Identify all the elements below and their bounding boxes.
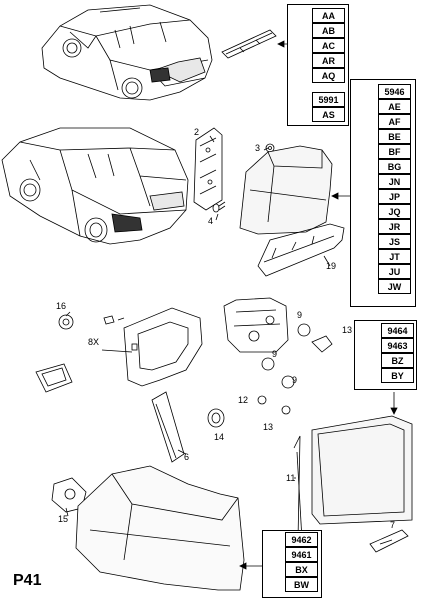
code-10-by: BY [381, 368, 414, 383]
code-1-bg: BG [378, 159, 411, 174]
code-1-js: JS [378, 234, 411, 249]
callout-4: 4 [208, 216, 213, 226]
code-1-jw: JW [378, 279, 411, 294]
code-10-9463: 9463 [381, 338, 414, 353]
callout-15: 15 [58, 514, 68, 524]
code-10-9464: 9464 [381, 323, 414, 338]
callout-3: 3 [255, 143, 260, 153]
grommet-part-14 [207, 408, 225, 428]
inner-tail-light-part [311, 415, 413, 525]
callout-2: 2 [194, 127, 199, 137]
code-5-bx: BX [285, 562, 318, 577]
high-mount-brake-light-part [221, 29, 277, 59]
code-1-af: AF [378, 114, 411, 129]
code-1-ae: AE [378, 99, 411, 114]
code-1-ju: JU [378, 264, 411, 279]
page-code: P41 [13, 572, 42, 589]
reflector-part [369, 529, 409, 553]
code-1-jq: JQ [378, 204, 411, 219]
code-18-as: AS [312, 107, 345, 122]
bulb-socket-part [257, 323, 333, 415]
code-1-jp: JP [378, 189, 411, 204]
callout-16: 16 [56, 301, 66, 311]
code-10-bz: BZ [381, 353, 414, 368]
callout-13b: 13 [263, 422, 273, 432]
code-1-5946: 5946 [378, 84, 411, 99]
callout-7: 7 [390, 520, 395, 530]
callout-6: 6 [184, 452, 189, 462]
small-bulb-part [212, 201, 226, 213]
callout-9c: 9 [292, 375, 297, 385]
seal-frame-part [123, 307, 203, 387]
car-illustration-top [41, 4, 213, 101]
cover-panel-part [151, 391, 185, 463]
callout-9a: 9 [297, 310, 302, 320]
callout-8x: 8X [88, 337, 99, 347]
car-illustration-middle [1, 127, 189, 245]
callout-13a: 13 [342, 325, 352, 335]
grommet-part [58, 314, 74, 330]
code-1-jt: JT [378, 249, 411, 264]
code-17-ac: AC [312, 38, 345, 53]
code-5-bw: BW [285, 577, 318, 592]
callout-11: 11 [286, 473, 295, 483]
code-18-5991: 5991 [312, 92, 345, 107]
code-17-aa: AA [312, 8, 345, 23]
lower-tail-light-part [75, 465, 245, 591]
code-5-9461: 9461 [285, 547, 318, 562]
code-17-ab: AB [312, 23, 345, 38]
callout-12: 12 [238, 395, 248, 405]
code-1-jn: JN [378, 174, 411, 189]
code-17-aq: AQ [312, 68, 345, 83]
code-17-ar: AR [312, 53, 345, 68]
code-1-be: BE [378, 129, 411, 144]
callout-9b: 9 [272, 349, 277, 359]
upper-tail-light-part [239, 145, 333, 235]
seal-strip-part [293, 435, 303, 541]
code-5-9462: 9462 [285, 532, 318, 547]
bracket-part [193, 127, 223, 211]
code-1-bf: BF [378, 144, 411, 159]
lens-part [257, 223, 345, 277]
gasket-part [35, 363, 73, 393]
bulb-holder-plate-part [223, 297, 289, 353]
callout-19: 19 [326, 261, 336, 271]
code-1-jr: JR [378, 219, 411, 234]
callout-14: 14 [214, 432, 224, 442]
